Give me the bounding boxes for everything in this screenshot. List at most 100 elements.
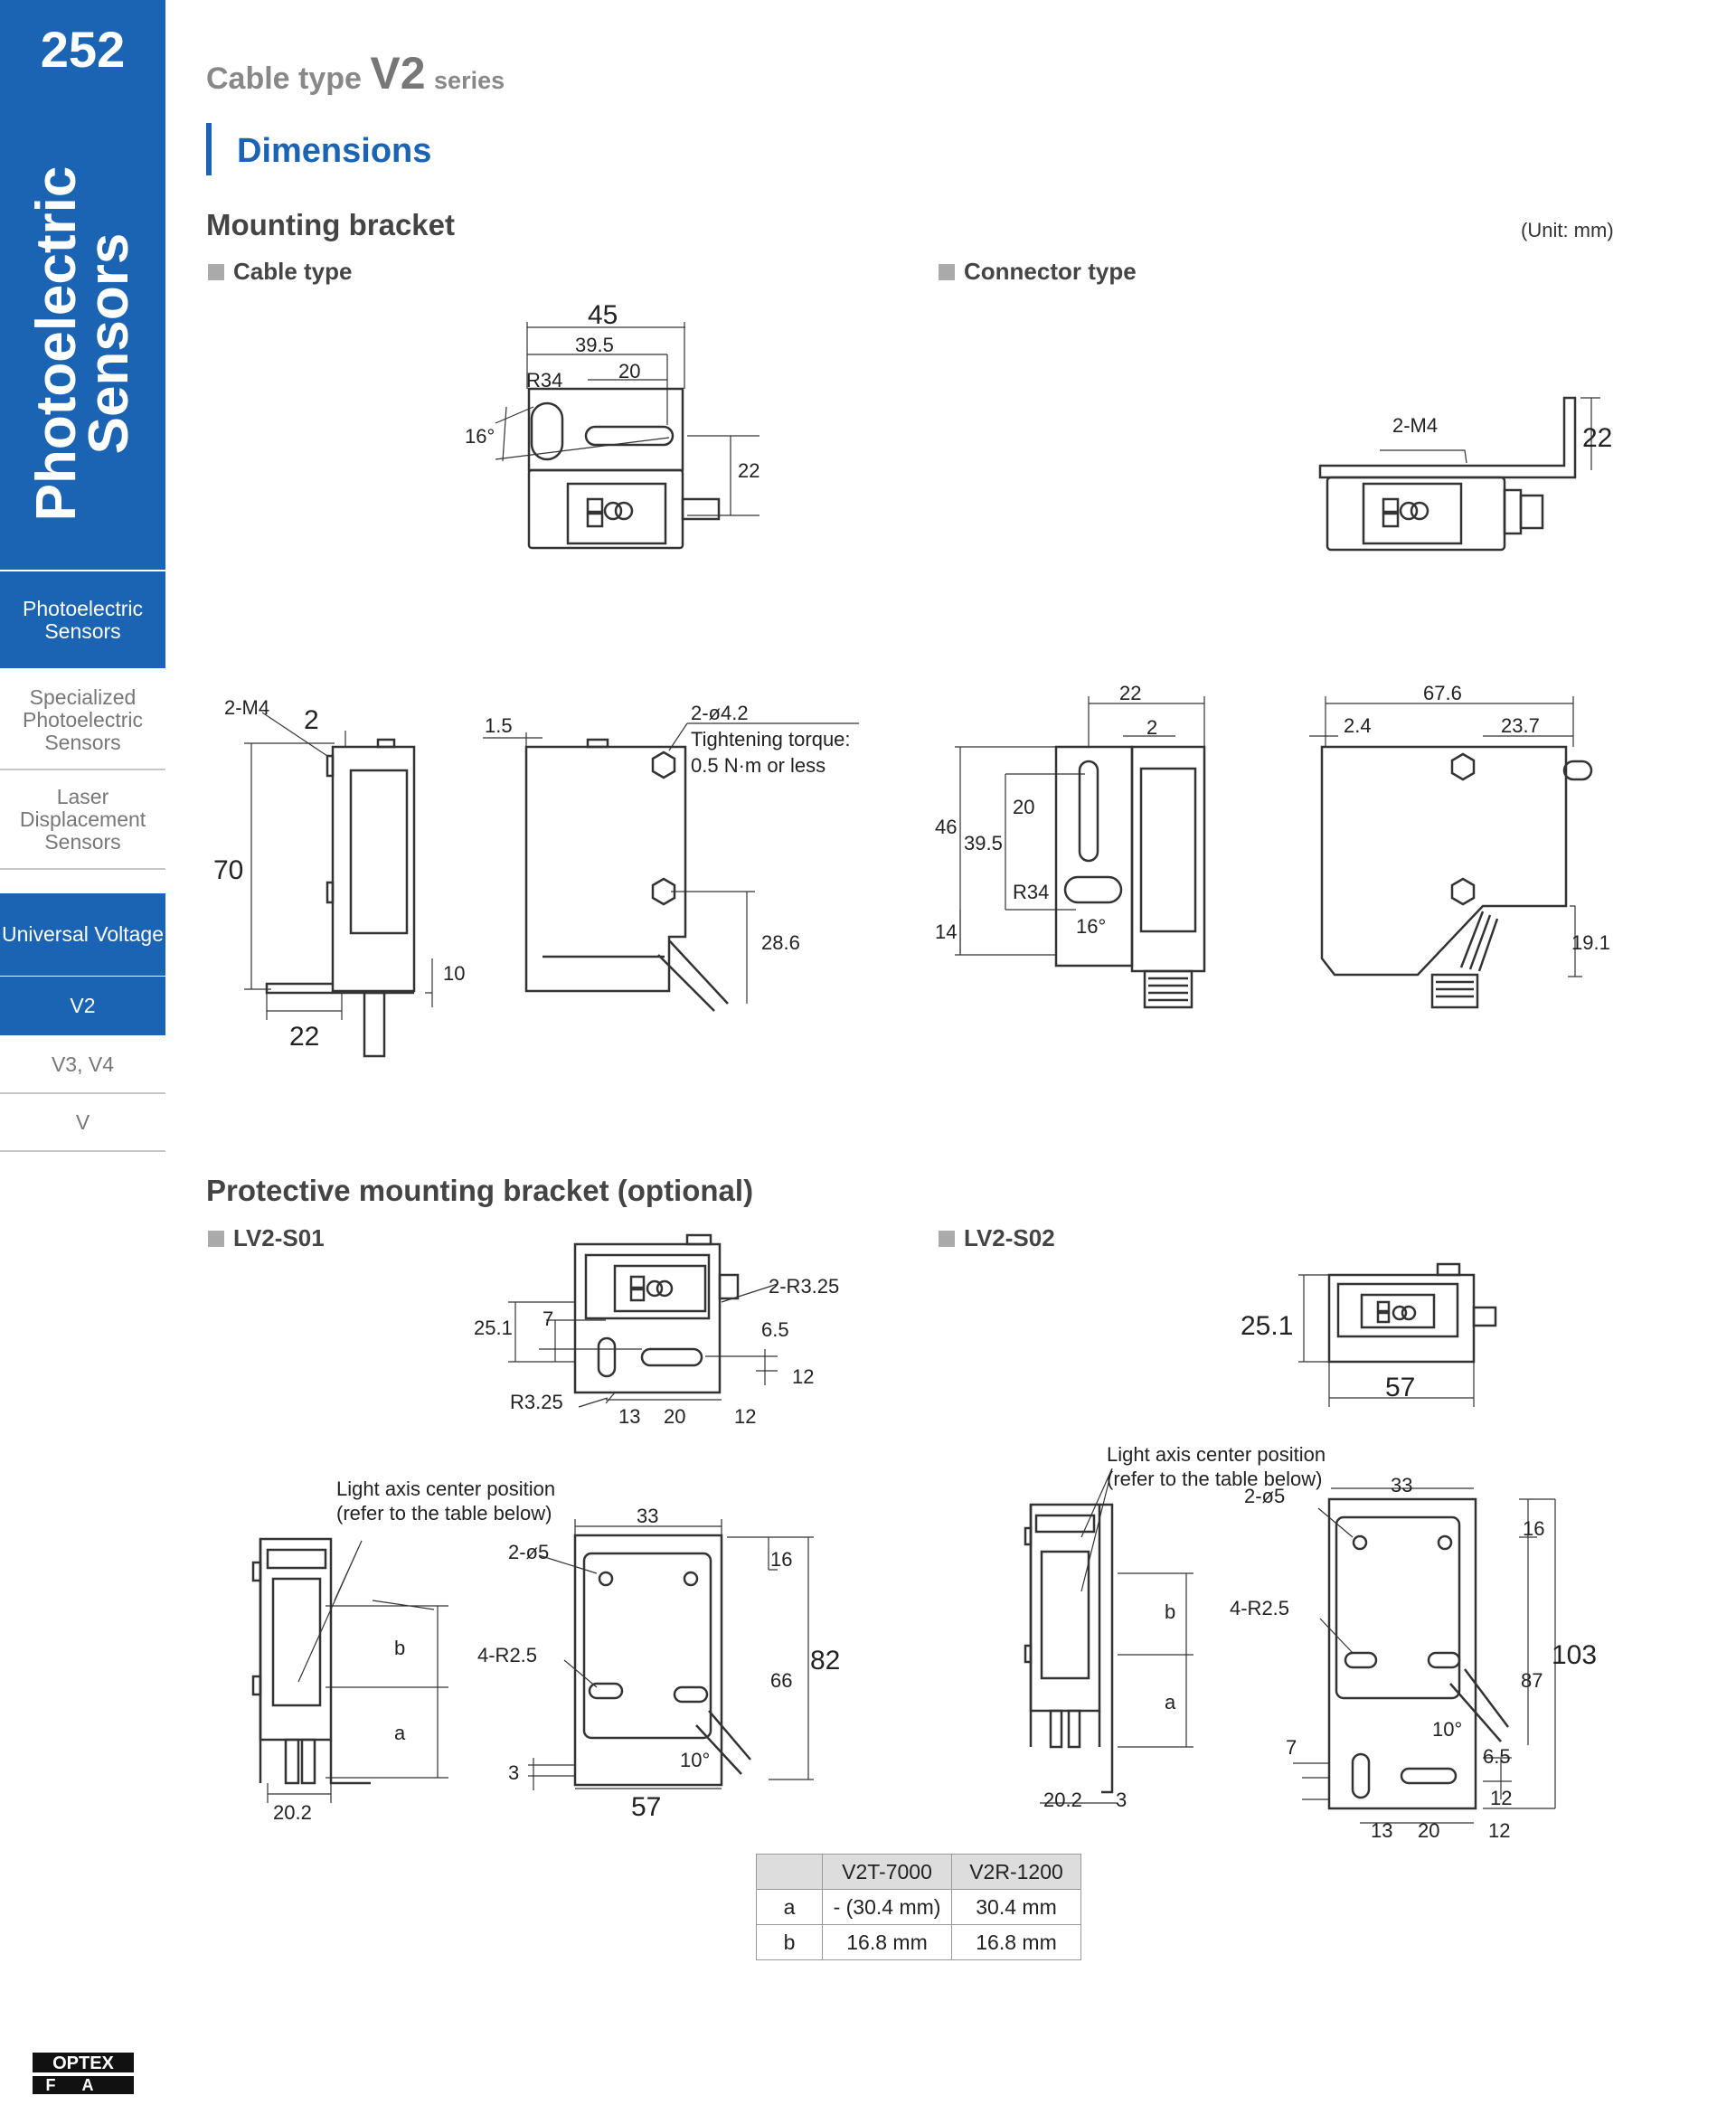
dim-10: 10 — [443, 962, 465, 985]
dim-67-6: 67.6 — [1423, 682, 1462, 704]
page-number: 252 — [40, 21, 126, 78]
dim-s02-10-deg: 10° — [1432, 1718, 1462, 1741]
nav-v3-v4[interactable]: V3, V4 — [0, 1036, 165, 1094]
dim-conn-side-22: 22 — [1119, 682, 1141, 704]
table-row: b 16.8 mm 16.8 mm — [756, 1924, 1081, 1960]
dim-s02-20-2: 20.2 — [1043, 1789, 1082, 1811]
dim-s01-3: 3 — [508, 1761, 519, 1784]
connector-type-label: Connector type — [939, 258, 1137, 286]
lv2-s02-side-drawing — [1024, 1503, 1114, 1794]
dim-conn-22: 22 — [1582, 423, 1612, 453]
dim-s02-6-5: 6.5 — [1483, 1745, 1511, 1768]
dim-2-r3-25: 2-R3.25 — [769, 1275, 839, 1298]
dim-s01-16: 16 — [770, 1548, 792, 1571]
dim-22-side: 22 — [289, 1022, 319, 1052]
dim-87: 87 — [1521, 1669, 1543, 1692]
dim-conn-side-r34: R34 — [1013, 881, 1049, 903]
dim-s02-a: a — [1165, 1691, 1176, 1713]
dim-82: 82 — [810, 1646, 840, 1676]
dim-s01-20-2: 20.2 — [273, 1801, 312, 1824]
dim-s01-12: 12 — [792, 1365, 814, 1388]
nav-photoelectric-sensors[interactable]: Photoelectric Sensors — [0, 571, 165, 669]
dim-14: 14 — [935, 920, 957, 943]
dim-2-4: 2.4 — [1344, 714, 1372, 737]
dim-23-7: 23.7 — [1501, 714, 1540, 737]
connector-top-drawing — [1318, 396, 1577, 552]
cable-type-label: Cable type — [208, 258, 353, 286]
dim-s01-7: 7 — [542, 1307, 553, 1330]
dim-s01-20: 20 — [664, 1405, 685, 1428]
dim-s02-3: 3 — [1116, 1789, 1127, 1811]
dim-s01-b: b — [394, 1637, 405, 1659]
table-cell: 30.4 mm — [951, 1889, 1081, 1925]
page-number-box: 252 Photoelectric Sensors — [0, 0, 165, 570]
dim-s02-57: 57 — [1385, 1373, 1415, 1402]
dim-2-o4-2: 2-ø4.2 — [691, 702, 749, 724]
table-row: a - (30.4 mm) 30.4 mm — [756, 1889, 1081, 1925]
torque-label: Tightening torque: — [691, 728, 851, 750]
nav-v[interactable]: V — [0, 1094, 165, 1152]
cable-front-drawing — [524, 738, 729, 1012]
cable-top-drawing — [527, 387, 721, 550]
dim-s02-16: 16 — [1523, 1517, 1544, 1540]
dim-16-deg: 16° — [465, 425, 495, 448]
light-axis-table: V2T-7000 V2R-1200 a - (30.4 mm) 30.4 mm … — [756, 1854, 1081, 1960]
table-header-cell: V2T-7000 — [822, 1854, 952, 1890]
dim-s02-12b: 12 — [1488, 1819, 1510, 1842]
dim-s01-13: 13 — [618, 1405, 640, 1428]
lv2-s02-label: LV2-S02 — [939, 1224, 1055, 1252]
dim-45: 45 — [588, 300, 618, 330]
lv2-s02-top-drawing — [1327, 1262, 1497, 1364]
dim-s01-57: 57 — [631, 1792, 661, 1822]
dim-conn-side-16-deg: 16° — [1076, 915, 1106, 938]
sidebar: 252 Photoelectric Sensors Photoelectric … — [0, 0, 165, 2124]
s02-light-axis-label: Light axis center position — [1107, 1443, 1326, 1466]
torque-value: 0.5 N·m or less — [691, 754, 826, 777]
dim-s02-13: 13 — [1371, 1819, 1392, 1842]
dim-s01-25-1: 25.1 — [474, 1317, 513, 1339]
logo-line1: OPTEX — [52, 2053, 114, 2073]
dim-66: 66 — [770, 1669, 792, 1692]
dim-s02-7: 7 — [1286, 1736, 1297, 1759]
dim-s01-2-o5: 2-ø5 — [508, 1541, 549, 1563]
dim-39-5: 39.5 — [575, 334, 614, 356]
table-cell: a — [756, 1889, 823, 1925]
dim-r34: R34 — [526, 369, 562, 392]
nav-v2[interactable]: V2 — [0, 977, 165, 1036]
dim-19-1: 19.1 — [1571, 931, 1610, 954]
section-title: Dimensions — [237, 132, 432, 170]
dim-s01-r3-25: R3.25 — [510, 1391, 563, 1413]
series-suffix: series — [434, 67, 505, 94]
s01-light-axis-label: Light axis center position — [336, 1477, 555, 1500]
dim-s02-4-r2-5: 4-R2.5 — [1230, 1597, 1289, 1619]
nav-universal-voltage[interactable]: Universal Voltage — [0, 893, 165, 977]
protective-bracket-title: Protective mounting bracket (optional) — [206, 1174, 754, 1207]
optex-fa-logo: OPTEX FA — [33, 2053, 134, 2094]
dim-conn-2-m4: 2-M4 — [1392, 414, 1438, 437]
series-header: Cable type V2 series — [206, 47, 505, 99]
connector-front-drawing — [1320, 745, 1593, 1009]
table-cell: b — [756, 1924, 823, 1960]
dim-s01-6-5: 6.5 — [761, 1318, 789, 1341]
unit-note: (Unit: mm) — [1521, 219, 1614, 241]
dim-s02-33: 33 — [1391, 1474, 1412, 1496]
table-header-row: V2T-7000 V2R-1200 — [756, 1854, 1081, 1890]
dim-20: 20 — [618, 360, 640, 382]
series-model: V2 — [370, 48, 426, 99]
dim-70: 70 — [213, 855, 243, 885]
logo-line2: FA — [45, 2076, 120, 2094]
table-header-cell: V2R-1200 — [951, 1854, 1081, 1890]
dim-1-5: 1.5 — [485, 714, 513, 737]
dim-103: 103 — [1552, 1640, 1597, 1670]
connector-side-drawing — [1054, 745, 1206, 1009]
dim-s02-12: 12 — [1490, 1787, 1512, 1809]
dim-2: 2 — [304, 705, 319, 735]
cable-side-drawing — [265, 738, 416, 1058]
lv2-s01-side-drawing — [251, 1537, 371, 1785]
nav-laser-displacement-sensors[interactable]: Laser Displacement Sensors — [0, 770, 165, 870]
nav-specialized-photoelectric-sensors[interactable]: Specialized Photoelectric Sensors — [0, 671, 165, 770]
dim-s01-33: 33 — [637, 1505, 658, 1527]
table-cell: 16.8 mm — [951, 1924, 1081, 1960]
dim-s01-4-r2-5: 4-R2.5 — [477, 1644, 537, 1666]
